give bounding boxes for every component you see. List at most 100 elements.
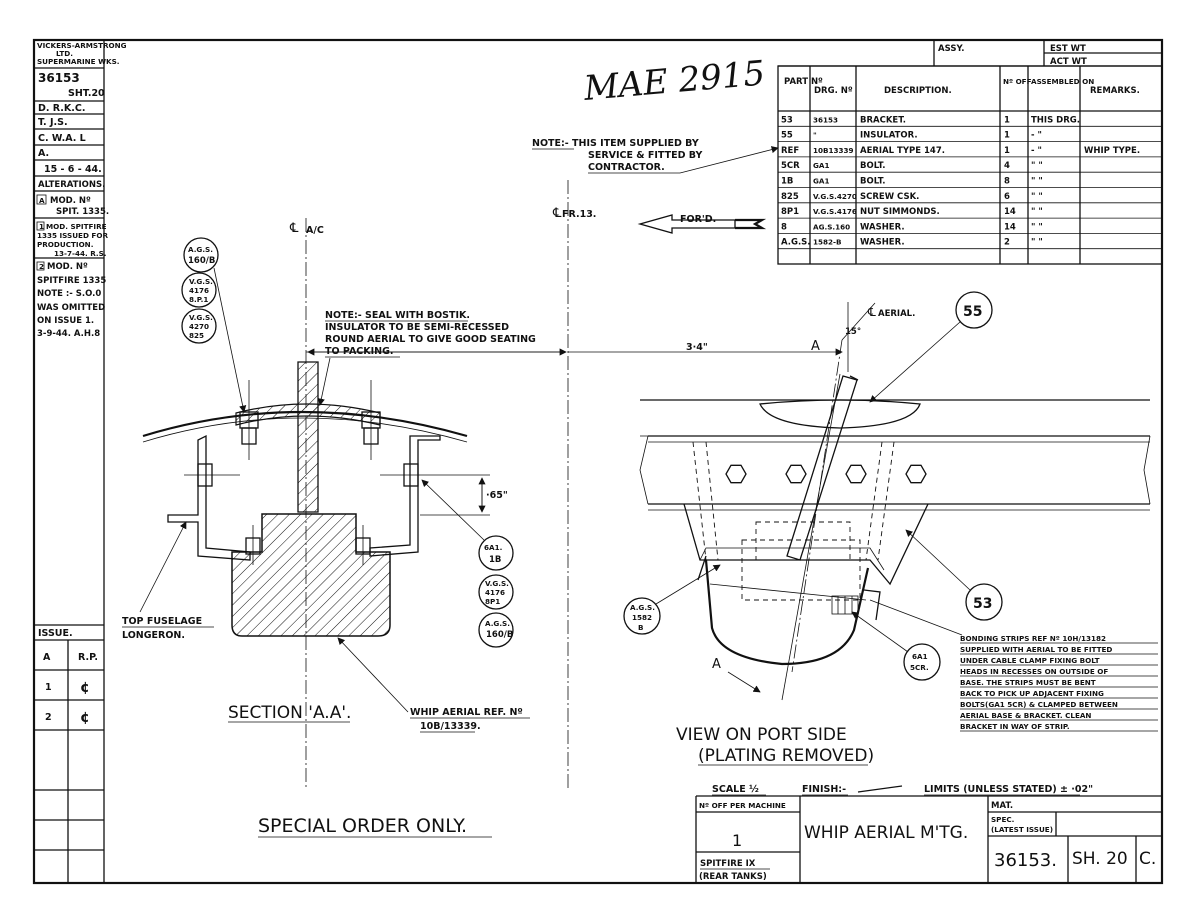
company-line-2: LTD. [56,49,73,58]
est-weight-label: EST WT [1050,44,1086,54]
parts-table-cell: 2 [1004,238,1010,248]
balloon-right-2-line-1: V.G.S. [485,579,509,588]
parts-table-cell: 825 [781,192,799,202]
alteration-2-line-6: 3-9-44. A.H.8 [37,329,100,339]
balloon-ags-1582-line-3: B [638,623,643,632]
hex-hole [725,464,747,484]
bonding-note-line-1: BONDING STRIPS REF Nº 10H/13182 [960,634,1106,643]
bonding-note-line-4: HEADS IN RECESSES ON OUTSIDE OF [960,667,1108,676]
sheet-border [32,38,1164,885]
top-fuselage-line-1: TOP FUSELAGE [122,616,202,627]
alteration-2-line-4: WAS OMITTED [37,303,105,313]
view-title-line-2: (PLATING REMOVED) [698,746,874,766]
parts-table-cell: 14 [1004,207,1016,217]
bonding-note-line-9: BRACKET IN WAY OF STRIP. [960,722,1070,731]
bracket-53 [683,503,929,586]
title-drawing-no: 36153. [994,850,1057,871]
checked-by: C. W.A. L [38,133,86,144]
assembly-weight-block: ASSY. EST WT ACT WT [778,40,1162,67]
parts-table-cell: 1 [1004,131,1010,141]
title-block: SCALE ½ FINISH:- LIMITS (UNLESS STATED) … [695,784,1162,883]
parts-table-cell: 36153 [813,115,838,124]
section-a-top-marker: A [811,339,820,354]
bonding-note-line-5: BASE. THE STRIPS MUST BE BENT [960,678,1096,687]
alteration-1-line-2: 1335 ISSUED FOR [37,231,108,240]
balloon-55: 55 [963,304,982,320]
section-a-a-view: ℄ A/C [122,218,843,790]
hex-hole [845,464,867,484]
issue-row-1-b: R.P. [78,652,98,663]
parts-table-cell: GA1 [813,177,829,186]
angle-15: 15° [845,327,861,337]
balloon-left-3-line-3: 825 [189,331,204,340]
parts-table-cell: AERIAL TYPE 147. [860,146,945,156]
parts-table-cell: 1582-B [813,238,841,247]
balloon-6a1-line-2: 5CR. [910,663,929,672]
parts-table-cell: GA1 [813,161,829,170]
right-balloons: 6A1. 1B V.G.S. 4176 8P1 A.G.S. 160/B [421,479,514,648]
supplied-note-line-3: CONTRACTOR. [588,162,665,173]
alteration-a-letter: A [39,196,45,205]
parts-table-cell: 53 [781,115,793,125]
parts-table-cell: A.G.S. [781,238,811,248]
dimension-34: 3·4" [686,342,708,353]
frame-13-symbol: ℄ [552,206,562,221]
balloon-left-3-line-2: 4270 [189,322,209,331]
parts-table-cell: 14 [1004,222,1016,232]
seal-note-line-2: INSULATOR TO BE SEMI-RECESSED [325,322,509,333]
hex-hole [785,464,807,484]
view-title-line-1: VIEW ON PORT SIDE [676,725,847,745]
balloon-right-1-line-2: 1B [489,555,501,565]
parts-table-cell: INSULATOR. [860,131,918,141]
lightening-holes [725,464,927,484]
bonding-note-line-8: AERIAL BASE & BRACKET. CLEAN [960,711,1091,720]
section-title: SECTION 'A.A'. [228,703,351,723]
supplied-note-line-1: NOTE:- THIS ITEM SUPPLIED BY [532,138,699,149]
aircraft-line-1: SPITFIRE IX [700,859,756,869]
issue-row-2-b: ¢ [80,680,90,696]
alteration-1-letter: 1 [39,222,44,231]
header-description: DESCRIPTION. [884,86,952,96]
parts-table: PART Nº DRG. Nº DESCRIPTION. Nº OFF ASSE… [777,65,1163,265]
parts-table-cell: 1 [1004,146,1010,156]
balloon-left-1-line-2: 160/B [188,256,215,266]
alterations-heading: ALTERATIONS. [38,180,105,190]
parts-table-cell: 8 [781,222,787,232]
parts-table-cell: 1B [781,177,793,187]
issue-row-3-b: ¢ [80,710,90,726]
parts-table-cell: " " [1031,238,1043,248]
supplied-note: NOTE:- THIS ITEM SUPPLIED BY SERVICE & F… [532,138,779,174]
balloon-ags-1582-line-1: A.G.S. [630,603,655,612]
whip-aerial-ref-line-1: WHIP AERIAL REF. Nº [410,707,523,718]
parts-table-cell: WHIP TYPE. [1084,146,1140,156]
material-label: MAT. [991,801,1013,811]
balloon-left-3-line-1: V.G.S. [189,313,213,322]
alteration-2-line-1: MOD. Nº [47,262,88,272]
seal-note-line-1: NOTE:- SEAL WITH BOSTIK. [325,310,470,321]
balloon-6a1-line-1: 6A1 [912,652,928,661]
frame-13-label: FR.13. [562,209,596,220]
left-balloons: A.G.S. 160/B V.G.S. 4176 8.P.1 V.G.S. 42… [181,237,247,413]
alteration-a-line-1: MOD. Nº [50,196,91,206]
header-drg-no: DRG. Nº [814,86,853,96]
title-sheet-no: SH. 20 [1072,849,1128,869]
balloon-left-2-line-3: 8.P.1 [189,295,208,304]
parts-table-cell: - " [1031,146,1042,156]
parts-table-cell: V.G.S.4270 [813,192,857,201]
side-drawing-no: 36153 [38,71,80,85]
side-column: VICKERS-ARMSTRONG LTD. SUPERMARINE WKS. … [34,40,127,883]
alteration-1-line-3: PRODUCTION. [37,240,93,249]
approved-by: A. [38,148,49,159]
alteration-2-line-3: NOTE :- S.O.0 [37,289,101,299]
parts-table-cell: 4 [1004,161,1010,171]
title-issue: C. [1139,849,1156,869]
forward-arrow [637,214,736,234]
parts-table-cell: REF [781,146,799,156]
parts-table-cell: 8P1 [781,207,799,217]
aerial-centreline-symbol: ℄ [867,305,876,319]
parts-table-cell: " " [1031,222,1043,232]
company-line-1: VICKERS-ARMSTRONG [37,41,127,50]
header-part-no: PART Nº [784,77,823,87]
parts-table-cell: " " [1031,177,1043,187]
supplied-note-line-2: SERVICE & FITTED BY [588,150,703,161]
